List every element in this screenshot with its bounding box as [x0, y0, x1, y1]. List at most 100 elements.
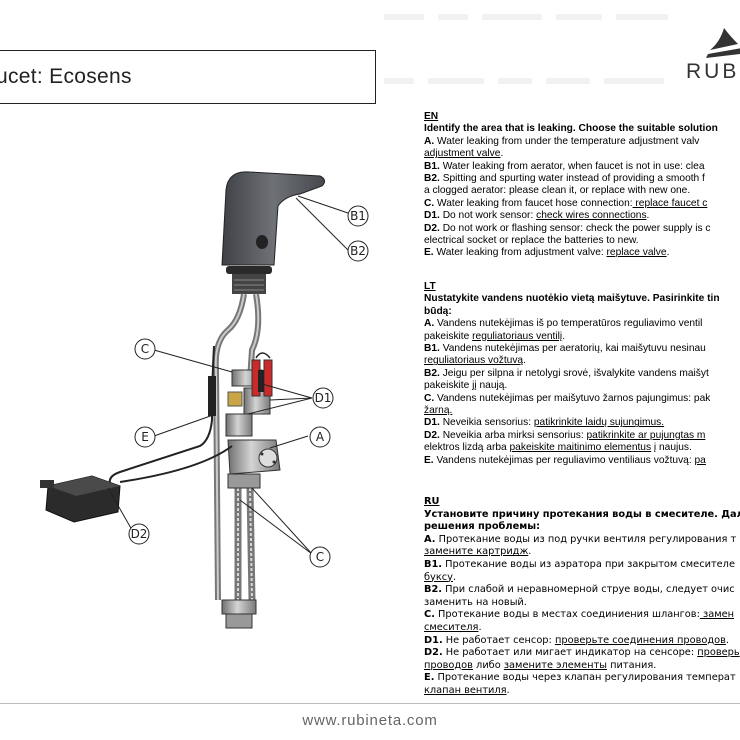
faint-header-text	[384, 14, 724, 20]
callout-b1: B1	[347, 205, 369, 227]
instruction-text: Vandens nutekėjimas per maišytuvo žarnos…	[434, 392, 711, 404]
instruction-key: C.	[424, 197, 435, 209]
callout-a-label: A	[316, 430, 325, 444]
callout-b2-label: B2	[350, 244, 366, 258]
instruction-text: заменить на новый.	[424, 596, 527, 608]
title-box: ucet: Ecosens	[0, 50, 376, 104]
callout-c-left-label: C	[141, 342, 149, 356]
callout-d1-label: D1	[315, 391, 332, 405]
instruction-line: A. Протекание воды из под ручки вентиля …	[424, 534, 740, 547]
instruction-line: adjustment valve.	[424, 148, 740, 160]
instruction-link[interactable]: patikrinkite ar pujungtas m	[586, 429, 706, 441]
instruction-text: .	[523, 355, 526, 367]
instruction-text: .	[646, 210, 650, 222]
instruction-line: D1. Do not work sensor: check wires conn…	[424, 210, 740, 222]
instruction-text: Не работает сенсор:	[442, 634, 555, 646]
section-lt: LT Nustatykite vandens nuotėkio vietą ma…	[424, 281, 740, 467]
page-title: ucet: Ecosens	[0, 65, 132, 88]
instruction-key: C.	[424, 609, 435, 621]
instruction-key: D2.	[424, 222, 440, 234]
callout-leaders	[107, 195, 349, 555]
instruction-list: A. Vandens nutekėjimas iš po temperatūro…	[424, 318, 740, 467]
instruction-line: замените картридж.	[424, 546, 740, 559]
section-heading-cont: решения проблемы:	[424, 521, 540, 533]
instruction-link[interactable]: replace faucet c	[632, 197, 708, 209]
instruction-link[interactable]: буксу	[424, 571, 453, 583]
instruction-line: D2. Do not work or flashing sensor: chec…	[424, 223, 740, 235]
instruction-link[interactable]: проверьте соединения проводов	[554, 634, 726, 646]
instruction-line: проводов либо замените элементы питания.	[424, 660, 740, 673]
instruction-text: Water leaking from aerator, when faucet …	[439, 160, 705, 172]
faint-header-text	[384, 78, 724, 84]
instruction-text: Протекание воды из аэратора при закрытом…	[442, 558, 735, 570]
instruction-line: клапан вентиля.	[424, 685, 740, 698]
instruction-link[interactable]: замените элементы	[503, 659, 608, 671]
instruction-line: E. Vandens nutekėjimas per reguliavimo v…	[424, 455, 740, 467]
instruction-line: reguliatoriaus vožtuvą.	[424, 355, 740, 367]
power-unit	[40, 345, 233, 523]
instruction-text: Jeigu per silpna ir netolygi srovė, išva…	[439, 367, 709, 379]
section-heading-cont: būdą:	[424, 305, 452, 317]
instruction-link[interactable]: проверь	[697, 647, 740, 659]
instruction-key: C.	[424, 392, 435, 404]
instruction-link[interactable]: check wires connections	[536, 210, 647, 222]
instruction-link[interactable]: смесителя	[424, 621, 479, 633]
brand-logo-text: RUB	[686, 60, 740, 83]
inlet-pipe	[221, 599, 257, 629]
instruction-link[interactable]: reguliatoriaus vožtuvą	[424, 355, 524, 367]
instruction-link[interactable]: pakeiskite maitinimo elementus	[509, 442, 652, 454]
instruction-key: A.	[424, 135, 435, 147]
instruction-line: electrical socket or replace the batteri…	[424, 235, 740, 247]
callout-d2-label: D2	[131, 527, 148, 541]
section-lang-label: LT	[424, 281, 436, 292]
instruction-link[interactable]: žarną.	[424, 405, 453, 417]
instruction-line: B2. Spitting and spurting water instead …	[424, 173, 740, 185]
instruction-line: C. Протекание воды в местах соединиения …	[424, 609, 740, 622]
instruction-line: C. Vandens nutekėjimas per maišytuvo žar…	[424, 393, 740, 405]
callout-d1: D1	[312, 387, 334, 409]
instruction-link[interactable]: замен	[699, 609, 735, 621]
instruction-link[interactable]: adjustment valve	[424, 148, 501, 160]
instruction-link[interactable]: reguliatoriaus ventilį	[472, 330, 563, 342]
instruction-link[interactable]: pa	[694, 454, 706, 466]
instruction-key: B2.	[424, 367, 440, 379]
instruction-text: a clogged aerator: please clean it, or r…	[424, 185, 691, 197]
instruction-text: Neveikia sensorius:	[439, 417, 534, 429]
faucet-diagram: B1 B2 C D1 E A D2 C	[40, 171, 369, 629]
instruction-line: D1. Не работает сенсор: проверьте соедин…	[424, 635, 740, 648]
instruction-line: pakeiskite reguliatoriaus ventilį.	[424, 331, 740, 343]
instruction-text: .	[666, 247, 670, 259]
hoses	[212, 293, 262, 601]
instruction-link[interactable]: проводов	[424, 659, 473, 671]
instruction-line: B2. При слабой и неравномерной струе вод…	[424, 584, 740, 597]
footer-website-link[interactable]: www.rubineta.com	[302, 712, 438, 729]
instruction-link[interactable]: patikrinkite laidų sujungimus.	[533, 417, 665, 429]
instruction-line: D2. Neveikia arba mirksi sensorius: pati…	[424, 430, 740, 442]
instruction-text: .	[562, 330, 566, 342]
callout-e-label: E	[141, 430, 149, 444]
instruction-line: a clogged aerator: please clean it, or r…	[424, 185, 740, 197]
instruction-text: .	[506, 684, 510, 696]
section-ru: RU Установите причину протекания воды в …	[424, 496, 740, 698]
control-box	[225, 352, 281, 489]
instruction-line: смесителя.	[424, 622, 740, 635]
instruction-line: B1. Протекание воды из аэратора при закр…	[424, 559, 740, 572]
instruction-link[interactable]: замените картридж	[424, 546, 529, 558]
instruction-text: Water leaking from faucet hose connectio…	[434, 197, 633, 209]
instruction-link[interactable]: клапан вентиля	[424, 684, 507, 696]
instruction-key: B1.	[424, 558, 443, 570]
instruction-text: electrical socket or replace the batteri…	[424, 235, 639, 247]
instruction-link[interactable]: replace valve	[606, 247, 667, 259]
instruction-key: A.	[424, 533, 436, 545]
instruction-key: B1.	[424, 160, 440, 172]
instruction-list: A. Протекание воды из под ручки вентиля …	[424, 534, 740, 698]
callout-d2: D2	[128, 523, 150, 545]
instruction-text: Do not work or flashing sensor: check th…	[439, 222, 711, 234]
instruction-text: Не работает или мигает индикатор на сенс…	[442, 647, 698, 659]
instruction-text: Vandens nutekėjimas per reguliavimo vent…	[433, 454, 695, 466]
instruction-text: питания.	[607, 659, 657, 671]
instruction-key: D2.	[424, 429, 440, 441]
instruction-text: Spitting and spurting water instead of p…	[439, 173, 705, 185]
instruction-text: либо	[472, 659, 504, 671]
instruction-line: буксу.	[424, 572, 740, 585]
